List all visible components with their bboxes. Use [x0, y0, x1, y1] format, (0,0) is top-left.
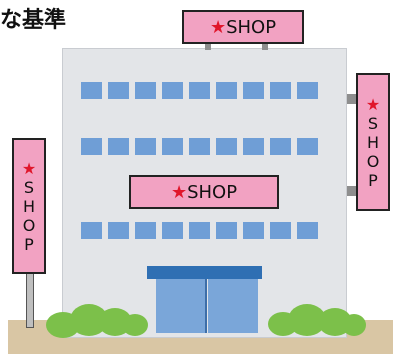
star-icon: ★ — [21, 158, 37, 178]
sign-letter: H — [366, 132, 380, 152]
window — [108, 138, 129, 155]
window — [81, 222, 102, 239]
sign-bracket — [347, 94, 357, 104]
window — [189, 222, 210, 239]
window — [108, 222, 129, 239]
window — [162, 222, 183, 239]
window — [243, 222, 264, 239]
window — [162, 138, 183, 155]
door-divider — [205, 279, 207, 333]
window — [297, 82, 318, 99]
heading-text: な基準 — [0, 8, 67, 33]
sign-letter: S — [23, 177, 35, 197]
window — [243, 82, 264, 99]
star-icon: ★ — [365, 94, 381, 114]
sign-bracket — [262, 42, 268, 50]
window — [297, 138, 318, 155]
window — [81, 138, 102, 155]
entrance-awning — [147, 266, 262, 279]
window — [216, 82, 237, 99]
sign-letter: H — [22, 196, 36, 216]
window — [216, 138, 237, 155]
bush — [122, 314, 148, 336]
left-shop-sign: ★ S H O P — [12, 138, 46, 274]
sign-label: SHOP — [187, 181, 238, 203]
window — [270, 82, 291, 99]
window-row-1 — [81, 82, 318, 99]
window — [297, 222, 318, 239]
sign-letter: P — [24, 234, 34, 254]
window — [81, 82, 102, 99]
window — [135, 82, 156, 99]
sign-label: SHOP — [226, 16, 277, 38]
window — [189, 138, 210, 155]
window — [135, 222, 156, 239]
window — [270, 138, 291, 155]
sign-letter: P — [368, 170, 378, 190]
star-icon: ★ — [170, 181, 188, 203]
right-shop-sign: ★ S H O P — [356, 73, 390, 211]
door-left — [156, 279, 206, 333]
window-row-2 — [81, 138, 318, 155]
door-right — [208, 279, 258, 333]
window — [162, 82, 183, 99]
window — [108, 82, 129, 99]
top-shop-sign: ★SHOP — [182, 10, 304, 44]
star-icon: ★ — [209, 16, 227, 38]
window — [135, 138, 156, 155]
window — [189, 82, 210, 99]
sign-pole — [26, 272, 34, 328]
sign-bracket — [205, 42, 211, 50]
window-row-3 — [81, 222, 318, 239]
sign-letter: S — [367, 113, 379, 133]
middle-shop-sign: ★SHOP — [129, 175, 279, 209]
window — [216, 222, 237, 239]
sign-letter: O — [366, 151, 380, 171]
window — [243, 138, 264, 155]
sign-letter: O — [22, 215, 36, 235]
bush — [342, 314, 366, 336]
sign-bracket — [347, 186, 357, 196]
window — [270, 222, 291, 239]
